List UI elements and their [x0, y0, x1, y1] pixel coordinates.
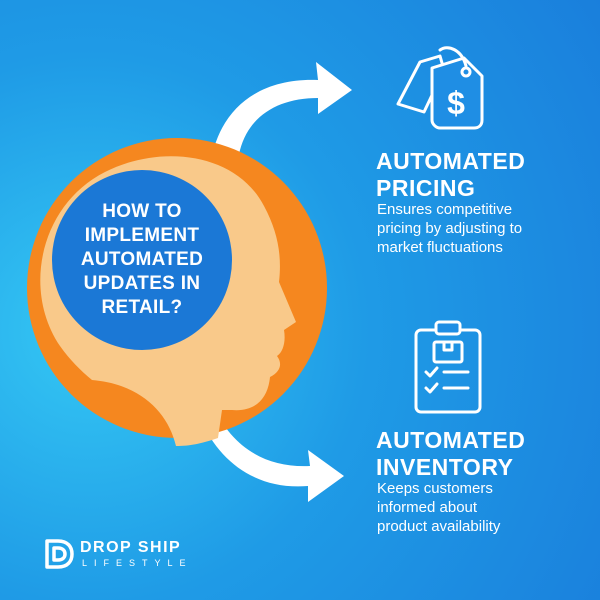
price-tag-icon: $ [396, 46, 484, 130]
center-question: HOW TO IMPLEMENT AUTOMATED UPDATES IN RE… [54, 190, 230, 330]
pricing-description-line: market fluctuations [377, 239, 503, 256]
logo-subtitle: LIFESTYLE [82, 558, 193, 568]
arrow-up-icon [214, 62, 352, 160]
question-line: RETAIL? [101, 297, 183, 318]
drop-ship-logo-icon [45, 539, 74, 569]
question-line: UPDATES IN [83, 273, 201, 294]
logo-wordmark: DROP SHIP [80, 539, 182, 556]
brand-logo: DROP SHIP LIFESTYLE [44, 536, 214, 576]
question-line: AUTOMATED [80, 249, 204, 270]
clipboard-checklist-icon [414, 320, 482, 414]
pricing-heading: AUTOMATED PRICING [376, 148, 525, 202]
question-line: HOW TO [102, 201, 182, 222]
pricing-heading-line: AUTOMATED [376, 148, 526, 174]
inventory-description-line: informed about [377, 499, 478, 516]
pricing-description-line: Ensures competitive [377, 201, 513, 218]
pricing-description-line: pricing by adjusting to [377, 220, 523, 237]
pricing-heading-line: PRICING [376, 175, 476, 201]
arrow-down-icon [200, 404, 344, 502]
pricing-description: Ensures competitive pricing by adjusting… [377, 200, 522, 257]
inventory-heading-line: INVENTORY [376, 454, 514, 480]
inventory-heading: AUTOMATED INVENTORY [376, 427, 525, 481]
svg-text:$: $ [447, 85, 465, 121]
brain-circle [52, 170, 232, 350]
inventory-description-line: product availability [377, 518, 501, 535]
question-line: IMPLEMENT [84, 225, 200, 246]
inventory-heading-line: AUTOMATED [376, 427, 526, 453]
inventory-description: Keeps customers informed about product a… [377, 479, 500, 536]
inventory-description-line: Keeps customers [377, 480, 493, 497]
